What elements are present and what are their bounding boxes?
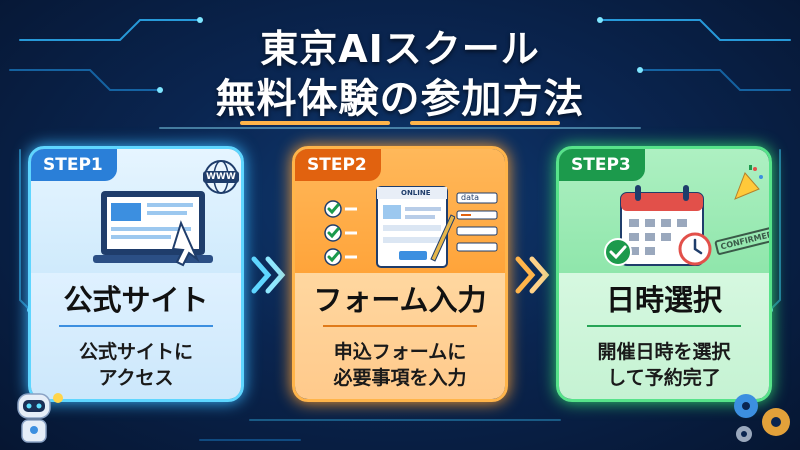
step1-card: STEP1 WWW 公式サイト 公式サイトに アクセス <box>28 146 244 402</box>
step3-card: STEP3 CONFIRMED 日時選択 開催日時を選択 して予約完了 <box>556 146 772 402</box>
check-circle-icon <box>604 238 632 266</box>
step1-label: STEP1 <box>31 149 117 181</box>
checklist-icon <box>324 200 357 266</box>
online-label: ONLINE <box>401 189 431 197</box>
step1-divider <box>59 325 213 327</box>
www-badge: WWW <box>203 171 239 183</box>
title-underline-right <box>410 121 560 125</box>
step2-text-area <box>295 273 505 399</box>
step3-desc-line1: 開催日時を選択 <box>597 341 731 363</box>
step1-text-area <box>31 273 241 399</box>
title-line-2: 無料体験の参加方法 <box>215 76 585 122</box>
chevron-right-icon <box>251 256 286 294</box>
step3-label: STEP3 <box>559 149 645 181</box>
step2-divider <box>323 325 477 327</box>
step1-title: 公式サイト <box>63 283 209 317</box>
step3-text-area <box>559 273 769 399</box>
chevron-right-icon <box>515 256 550 294</box>
gears-icon <box>734 394 790 442</box>
title-underline-left <box>240 121 390 125</box>
step3-title: 日時選択 <box>605 283 722 317</box>
step2-desc-line2: 必要事項を入力 <box>333 367 467 389</box>
step3-desc-line2: して予約完了 <box>607 367 721 389</box>
step2-description: 申込フォームに 必要事項を入力 <box>295 339 505 391</box>
step2-title: フォーム入力 <box>313 283 487 317</box>
step2-label: STEP2 <box>295 149 381 181</box>
step1-desc-line2: アクセス <box>98 367 174 389</box>
step1-desc-line1: 公式サイトに <box>78 341 193 363</box>
step2-card: STEP2 ONLINE data フォーム入力 申込フォームに 必要事項を入力 <box>292 146 508 402</box>
step3-divider <box>587 325 741 327</box>
data-label: data <box>461 193 480 202</box>
clock-icon <box>678 232 712 266</box>
laptop-icon <box>93 191 213 267</box>
robot-icon <box>17 393 63 443</box>
data-fields-icon <box>456 192 498 252</box>
online-form-icon <box>376 186 455 268</box>
step1-description: 公式サイトに アクセス <box>31 339 241 391</box>
www-text: WWW <box>206 172 236 182</box>
step3-description: 開催日時を選択 して予約完了 <box>559 339 769 391</box>
step2-desc-line1: 申込フォームに <box>333 341 467 363</box>
party-popper-icon <box>734 165 763 200</box>
title-line-1: 東京AIスクール <box>260 27 540 71</box>
